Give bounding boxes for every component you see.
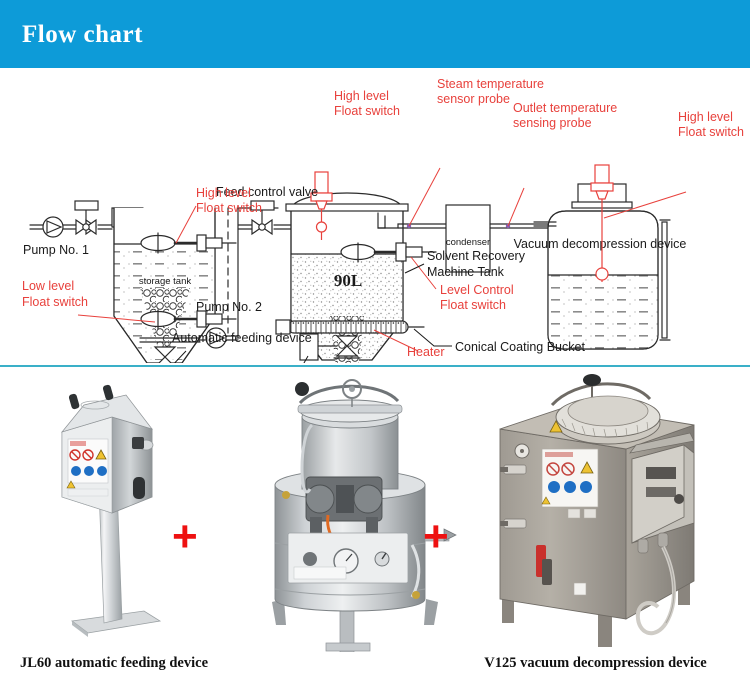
leader-low-level-storage <box>77 314 156 323</box>
level-control-float-switch-symbol <box>340 242 437 263</box>
steam-temperature-sensor-probe-line2: sensor probe <box>437 92 510 106</box>
product-caption-jl60: JL60 automatic feeding device <box>19 655 209 671</box>
pump-no-2-label: Pump No. 2 <box>196 300 262 314</box>
high-level-float-switch-3-line1: High level <box>678 110 733 124</box>
leader-level-control <box>410 256 437 290</box>
jl60-photo <box>0 367 240 652</box>
high-level-float-switch-storage <box>140 232 237 254</box>
products-panel: JL60 automatic feeding device + <box>0 367 750 693</box>
leader-slagging-valve-left <box>173 350 187 363</box>
slagging-valve-center-symbol <box>299 333 361 361</box>
leader-slagging-valve-center <box>303 355 309 363</box>
high-level-float-switch-1-line1: High level <box>196 186 251 200</box>
flow-chart-diagram: storage tank <box>22 77 744 363</box>
low-level-float-switch-line2: Float switch <box>22 295 88 309</box>
automatic-feeding-device-label: Automatic feeding device <box>172 331 312 345</box>
high-level-float-switch-2-line1: High level <box>334 89 389 103</box>
leader-high-level-storage <box>175 205 197 244</box>
product-caption-v125: V125 vacuum decompression device <box>484 655 707 671</box>
condenser-vessel <box>445 204 491 273</box>
solvent-recovery-label-line1: Solvent Recovery <box>427 249 526 263</box>
level-control-float-switch-line2: Float switch <box>440 298 506 312</box>
leader-solvent-recovery <box>404 263 425 274</box>
plus-separator-1: + <box>172 512 198 561</box>
leader-heater <box>373 329 419 352</box>
leader-conical-bucket <box>413 328 452 347</box>
vacuum-decompression-vessel <box>547 183 671 350</box>
vacuum-decompression-device-label: Vacuum decompression device <box>514 237 687 251</box>
feed-control-valve-symbol <box>237 200 297 236</box>
pump-no-2-symbol <box>139 207 239 349</box>
product-jl60: JL60 automatic feeding device <box>0 367 240 671</box>
product-b90ex: B90Ex solvent recovery machine <box>480 367 750 652</box>
high-level-float-switch-3-line2: Float switch <box>678 125 744 139</box>
storage-tank-label: storage tank <box>139 276 192 287</box>
leader-steam-temp <box>408 167 441 227</box>
conical-coating-bucket-label: Conical Coating Bucket <box>455 340 585 354</box>
level-control-float-switch-line1: Level Control <box>440 283 514 297</box>
b90ex-photo <box>480 367 750 652</box>
heater-symbol <box>275 319 425 335</box>
storage-tank-vessel <box>113 207 216 363</box>
slagging-valve-left-symbol <box>153 346 177 363</box>
outlet-temperature-sensing-probe-line2: sensing probe <box>513 116 592 130</box>
leader-high-level-vacuum <box>603 191 687 219</box>
outlet-temperature-sensing-probe-line1: Outlet temperature <box>513 101 617 115</box>
pump-no-1-symbol <box>29 216 77 238</box>
outlet-temperature-probe-symbol <box>590 164 614 282</box>
low-level-float-switch-line1: Low level <box>22 279 74 293</box>
solvent-recovery-label-line2: Machine Tank <box>427 265 505 279</box>
feed-control-valve-label: Feed control valve <box>216 185 318 199</box>
valve-left <box>74 200 113 236</box>
plus-separator-2: + <box>423 512 449 561</box>
page-title: Flow chart <box>22 21 143 48</box>
heater-label: Heater <box>407 345 445 359</box>
condenser-label: condenser <box>446 237 490 248</box>
pump-no-1-label: Pump No. 1 <box>23 243 89 257</box>
high-level-float-switch-2-line2: Float switch <box>334 104 400 118</box>
steam-temperature-sensor-probe-line1: Steam temperature <box>437 77 544 91</box>
header-banner: Flow chart <box>0 0 750 68</box>
low-level-float-switch-storage <box>140 309 237 330</box>
v125-photo <box>240 367 480 652</box>
high-level-float-switch-90l-symbol <box>310 171 333 240</box>
flow-chart-panel: storage tank <box>0 68 750 367</box>
high-level-float-switch-1-line2: Float switch <box>196 201 262 215</box>
tank-capacity-label: 90L <box>334 271 362 290</box>
leader-outlet-temp <box>507 187 525 227</box>
product-v125: V125 vacuum decompression device <box>240 367 707 671</box>
